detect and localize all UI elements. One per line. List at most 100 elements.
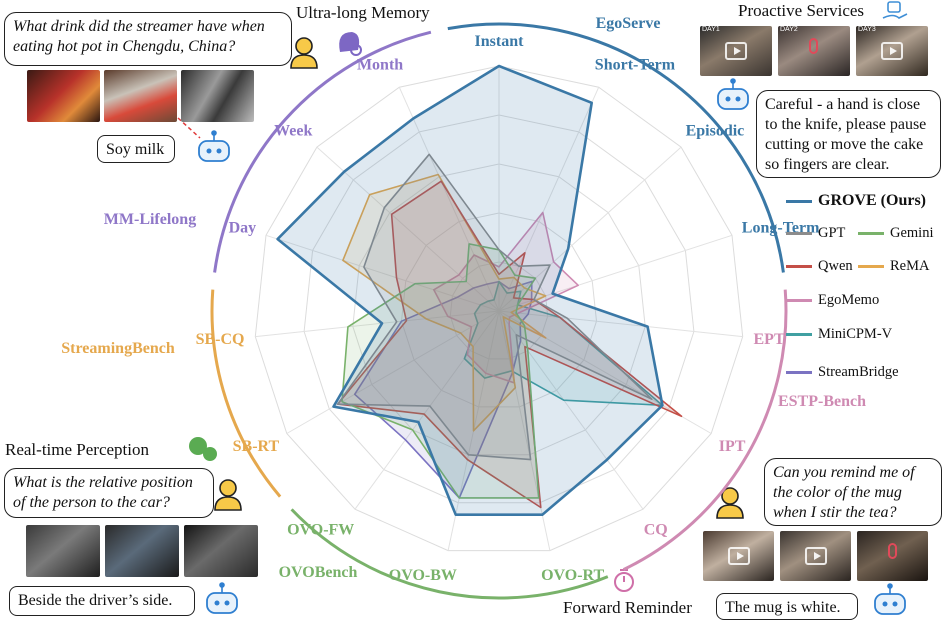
grid-spoke [354, 310, 500, 510]
axis-label: OVO-FW [287, 521, 354, 538]
reminder-answer: The mug is white. [716, 593, 858, 620]
legend-item-streambridge: StreamBridge [786, 364, 899, 381]
group-arc [622, 289, 788, 571]
grid-spoke [498, 86, 600, 312]
legend-item-rema: ReMA [858, 258, 929, 275]
axis-label: OVO-BW [389, 567, 457, 584]
legend-swatch [786, 371, 812, 374]
pointer-line [177, 117, 201, 139]
axis-label: Episodic [686, 122, 745, 139]
grid-spoke [498, 310, 644, 510]
series-qwen [336, 180, 683, 509]
axis-label: SB-CQ [196, 331, 245, 348]
memory-title: Ultra-long Memory [296, 3, 430, 22]
user-icon [290, 37, 318, 69]
grid-ring [400, 212, 598, 408]
axis-label: Month [357, 56, 403, 73]
grid-ring [352, 163, 646, 456]
group-arc [210, 289, 282, 498]
group-label: StreamingBench [61, 340, 175, 357]
perception-frame-3 [184, 525, 258, 577]
legend-item-qwen: Qwen [786, 258, 853, 275]
legend-swatch [786, 232, 812, 235]
user-icon [716, 487, 744, 519]
group-arc [447, 22, 785, 273]
legend-swatch [786, 299, 812, 302]
play-icon [881, 42, 903, 60]
grid-ring [303, 114, 695, 504]
group-label: ESTP-Bench [778, 393, 866, 410]
legend-item-grove: GROVE (Ours) [786, 192, 926, 210]
grid-spoke [398, 86, 500, 312]
user-icon [214, 479, 242, 511]
axis-label: OVO-RT [541, 567, 604, 584]
legend-swatch [786, 333, 812, 336]
axis-label: SB-RT [233, 438, 280, 455]
memory-frame-1 [27, 70, 100, 122]
microphone-icon [888, 543, 897, 559]
grid-spoke [498, 234, 733, 312]
proactive-frame-3: DAY3 [856, 26, 928, 76]
robot-icon [874, 583, 906, 615]
robot-icon [206, 582, 238, 614]
stopwatch-icon [614, 569, 634, 592]
proactive-answer: Careful - a hand is close to the knife, … [756, 90, 941, 178]
service-hand-icon [882, 1, 908, 19]
proactive-frame-2: DAY2 [778, 26, 850, 76]
grid-ring [254, 65, 744, 552]
series-grove-ours- [276, 64, 664, 517]
reminder-frame-3 [857, 531, 928, 581]
grid-spoke [498, 310, 743, 338]
group-arc [290, 508, 609, 600]
memory-frame-3 [181, 70, 254, 122]
legend-item-gpt: GPT [786, 225, 845, 242]
grid-spoke [316, 146, 500, 312]
memory-frame-2 [104, 70, 177, 122]
group-label: OVOBench [279, 564, 358, 581]
legend-item-egomemo: EgoMemo [786, 292, 879, 309]
grid-spoke [286, 310, 500, 434]
legend-swatch [786, 265, 812, 268]
axis-label: Short-Term [595, 56, 676, 73]
perception-frame-1 [26, 525, 100, 577]
memory-question: What drink did the streamer have when ea… [4, 12, 292, 66]
reminder-question: Can you remind me of the color of the mu… [764, 458, 942, 526]
perception-answer: Beside the driver’s side. [9, 586, 195, 616]
axis-label: Instant [475, 33, 525, 50]
robot-icon [717, 78, 749, 110]
legend-item-gemini: Gemini [858, 225, 934, 242]
axis-label: EPT [754, 331, 785, 348]
perception-title: Real-time Perception [5, 440, 149, 459]
legend-swatch [858, 232, 884, 235]
group-label: EgoServe [596, 15, 661, 32]
perception-question: What is the relative position of the per… [4, 468, 214, 518]
microphone-icon [809, 38, 818, 54]
perception-frame-2 [105, 525, 179, 577]
play-icon [725, 42, 747, 60]
grid-spoke [498, 146, 682, 312]
grid-spoke [265, 234, 500, 312]
qa-icon [189, 437, 217, 461]
reminder-frame-1 [703, 531, 774, 581]
series-gpt [336, 153, 653, 461]
axis-label: Week [274, 122, 312, 139]
reminder-title: Forward Reminder [563, 598, 692, 617]
proactive-title: Proactive Services [738, 1, 865, 20]
grid-spoke [498, 310, 551, 551]
play-icon [727, 547, 750, 565]
grid-spoke [255, 310, 500, 338]
legend-swatch [786, 199, 812, 203]
axis-label: Day [229, 220, 257, 237]
group-arc [213, 30, 432, 273]
proactive-frame-1: DAY1 [700, 26, 772, 76]
series-gemini [341, 243, 540, 499]
memory-answer: Soy milk [97, 135, 175, 163]
group-label: MM-Lifelong [104, 211, 196, 228]
legend-swatch [858, 265, 884, 268]
play-icon [804, 547, 827, 565]
legend-item-minicpm: MiniCPM-V [786, 326, 892, 343]
memory-search-icon [339, 32, 362, 56]
robot-icon [198, 130, 230, 162]
